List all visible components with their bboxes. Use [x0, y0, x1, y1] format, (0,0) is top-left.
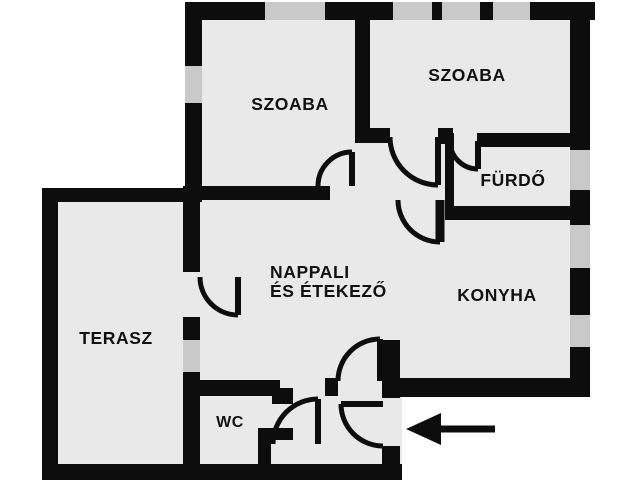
- label-bathroom: FÜRDŐ: [480, 169, 545, 190]
- label-bedroom1: SZOABA: [251, 94, 329, 114]
- wall-entry-pier: [325, 378, 338, 396]
- label-bedroom2: SZOABA: [428, 65, 506, 85]
- wall-top-2: [325, 2, 393, 20]
- label-living-line1: NAPPALI: [270, 262, 350, 282]
- label-kitchen: KONYHA: [457, 285, 536, 305]
- door-arc-bedroom2: [387, 136, 439, 188]
- wall-terrace-left: [42, 190, 58, 480]
- terrace-fill: [42, 190, 202, 480]
- room-labels: SZOABA SZOABA FÜRDŐ NAPPALI ÉS ÉTEKEZŐ K…: [79, 65, 545, 431]
- wall-bottom: [42, 464, 402, 480]
- wall-bedroom1-south: [183, 186, 330, 200]
- wall-left-upper: [185, 20, 202, 66]
- entrance-arrow-head: [406, 413, 441, 445]
- wall-entry-east-upper: [382, 340, 400, 398]
- wall-bathroom-top: [477, 133, 570, 147]
- wall-terrace-top: [42, 188, 202, 202]
- windows: [183, 2, 590, 372]
- window-bedroom1-top: [265, 2, 325, 20]
- window-bedroom2-top-1: [393, 2, 432, 20]
- wall-wc-partition-v: [258, 428, 271, 466]
- window-bedroom2-top-3: [493, 2, 530, 20]
- wall-left-lower: [185, 103, 202, 190]
- window-terrace-wall: [183, 340, 200, 372]
- wall-wc-top: [187, 380, 280, 396]
- doors: [197, 136, 481, 449]
- wall-terrace-house-2: [183, 317, 200, 340]
- label-wc: WC: [216, 414, 244, 431]
- wall-top-1: [185, 2, 265, 20]
- window-bedroom2-top-2: [442, 2, 480, 20]
- walls: [42, 2, 595, 480]
- window-bedroom1-left: [185, 66, 202, 103]
- door-arc-wc: [270, 396, 319, 445]
- window-bathroom-right: [570, 150, 590, 190]
- entrance-arrow-icon: [406, 413, 495, 445]
- wall-wc-step: [272, 388, 293, 404]
- window-kitchen-right-1: [570, 225, 590, 268]
- door-arc-bedroom1: [315, 149, 353, 187]
- wall-bedroom-divider: [355, 20, 370, 132]
- label-terrace: TERASZ: [79, 328, 153, 348]
- door-arc-terrace: [197, 276, 239, 318]
- wall-kitchen-bottom: [390, 378, 590, 397]
- wall-hall-north-1: [355, 128, 390, 143]
- label-living-line2: ÉS ÉTEKEZŐ: [270, 280, 387, 301]
- wall-top-mullion-2: [480, 2, 493, 20]
- wall-bathroom-left: [445, 133, 454, 220]
- window-kitchen-right-2: [570, 315, 590, 347]
- door-arc-living-entry: [335, 336, 381, 382]
- wall-top-mullion-1: [432, 2, 442, 20]
- wall-right-1: [570, 20, 590, 150]
- door-arc-bathroom: [447, 140, 479, 172]
- door-arc-hall-living: [395, 199, 441, 245]
- wall-terrace-house-1: [183, 202, 200, 272]
- wall-bathroom-bottom: [445, 206, 590, 220]
- wall-right-3: [570, 268, 590, 315]
- door-arc-entrance: [338, 403, 384, 449]
- wall-top-3: [530, 2, 595, 20]
